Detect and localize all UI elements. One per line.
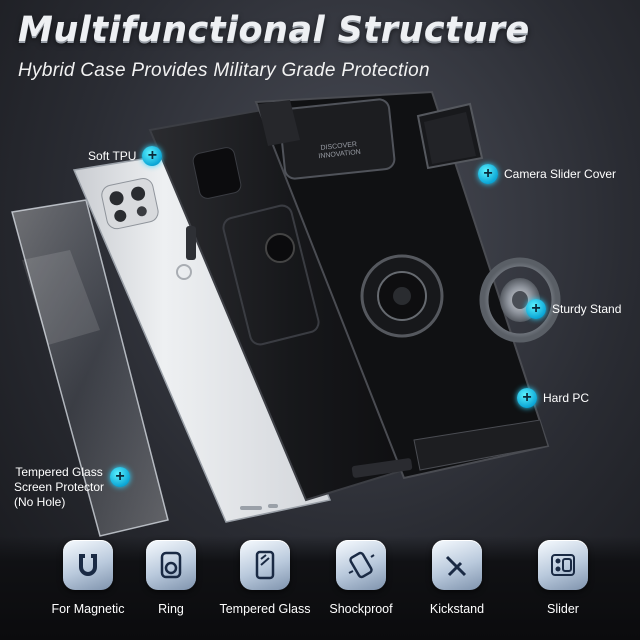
tempered-glass-icon [240, 540, 290, 590]
feature-label: Shockproof [329, 602, 393, 616]
magnet-icon [63, 540, 113, 590]
feature-kickstand: Kickstand [409, 540, 505, 616]
black-case-inner [148, 98, 432, 502]
callout-tempered-glass-line3: (No Hole) [14, 495, 66, 509]
kickstand-icon [432, 540, 482, 590]
slider-icon [538, 540, 588, 590]
callout-hard-pc: Hard PC [517, 388, 589, 408]
callout-tempered-glass: Tempered Glass Screen Protector (No Hole… [14, 465, 131, 510]
plus-marker-icon[interactable] [110, 466, 131, 487]
callout-soft-tpu: Soft TPU [88, 146, 163, 166]
callout-camera-slider-label: Camera Slider Cover [504, 166, 617, 181]
feature-label: For Magnetic [51, 602, 125, 616]
page-subtitle: Hybrid Case Provides Military Grade Prot… [18, 60, 430, 81]
callout-tempered-glass-line2: Screen Protector [14, 480, 105, 494]
plus-marker-icon[interactable] [478, 164, 498, 184]
feature-tempered-glass: Tempered Glass [217, 540, 313, 616]
feature-label: Ring [158, 602, 184, 616]
callout-sturdy-stand-label: Sturdy Stand [552, 301, 622, 316]
plus-marker-icon[interactable] [142, 146, 163, 166]
plus-marker-icon[interactable] [526, 299, 546, 319]
feature-shockproof: Shockproof [313, 540, 409, 616]
plus-marker-icon[interactable] [517, 388, 537, 408]
callout-tempered-glass-line1: Tempered Glass [15, 465, 103, 479]
feature-label: Tempered Glass [219, 602, 311, 616]
shockproof-icon [336, 540, 386, 590]
feature-ring: Ring [123, 540, 219, 616]
ring-icon [146, 540, 196, 590]
feature-slider: Slider [515, 540, 611, 616]
feature-label: Kickstand [429, 602, 485, 616]
black-case-outer [254, 90, 550, 480]
case-slider-print: DISCOVER INNOVATION [317, 141, 361, 161]
callout-camera-slider: Camera Slider Cover [478, 164, 616, 184]
camera-slider-cover-part [416, 102, 484, 170]
callout-tempered-glass-text: Tempered Glass Screen Protector (No Hole… [14, 465, 104, 510]
callout-soft-tpu-label: Soft TPU [88, 148, 137, 163]
callout-hard-pc-label: Hard PC [543, 390, 590, 405]
page-title: Multifunctional Structure [18, 10, 530, 50]
callout-sturdy-stand: Sturdy Stand [526, 299, 621, 319]
feature-label: Slider [547, 602, 579, 616]
feature-magnetic: For Magnetic [40, 540, 136, 616]
